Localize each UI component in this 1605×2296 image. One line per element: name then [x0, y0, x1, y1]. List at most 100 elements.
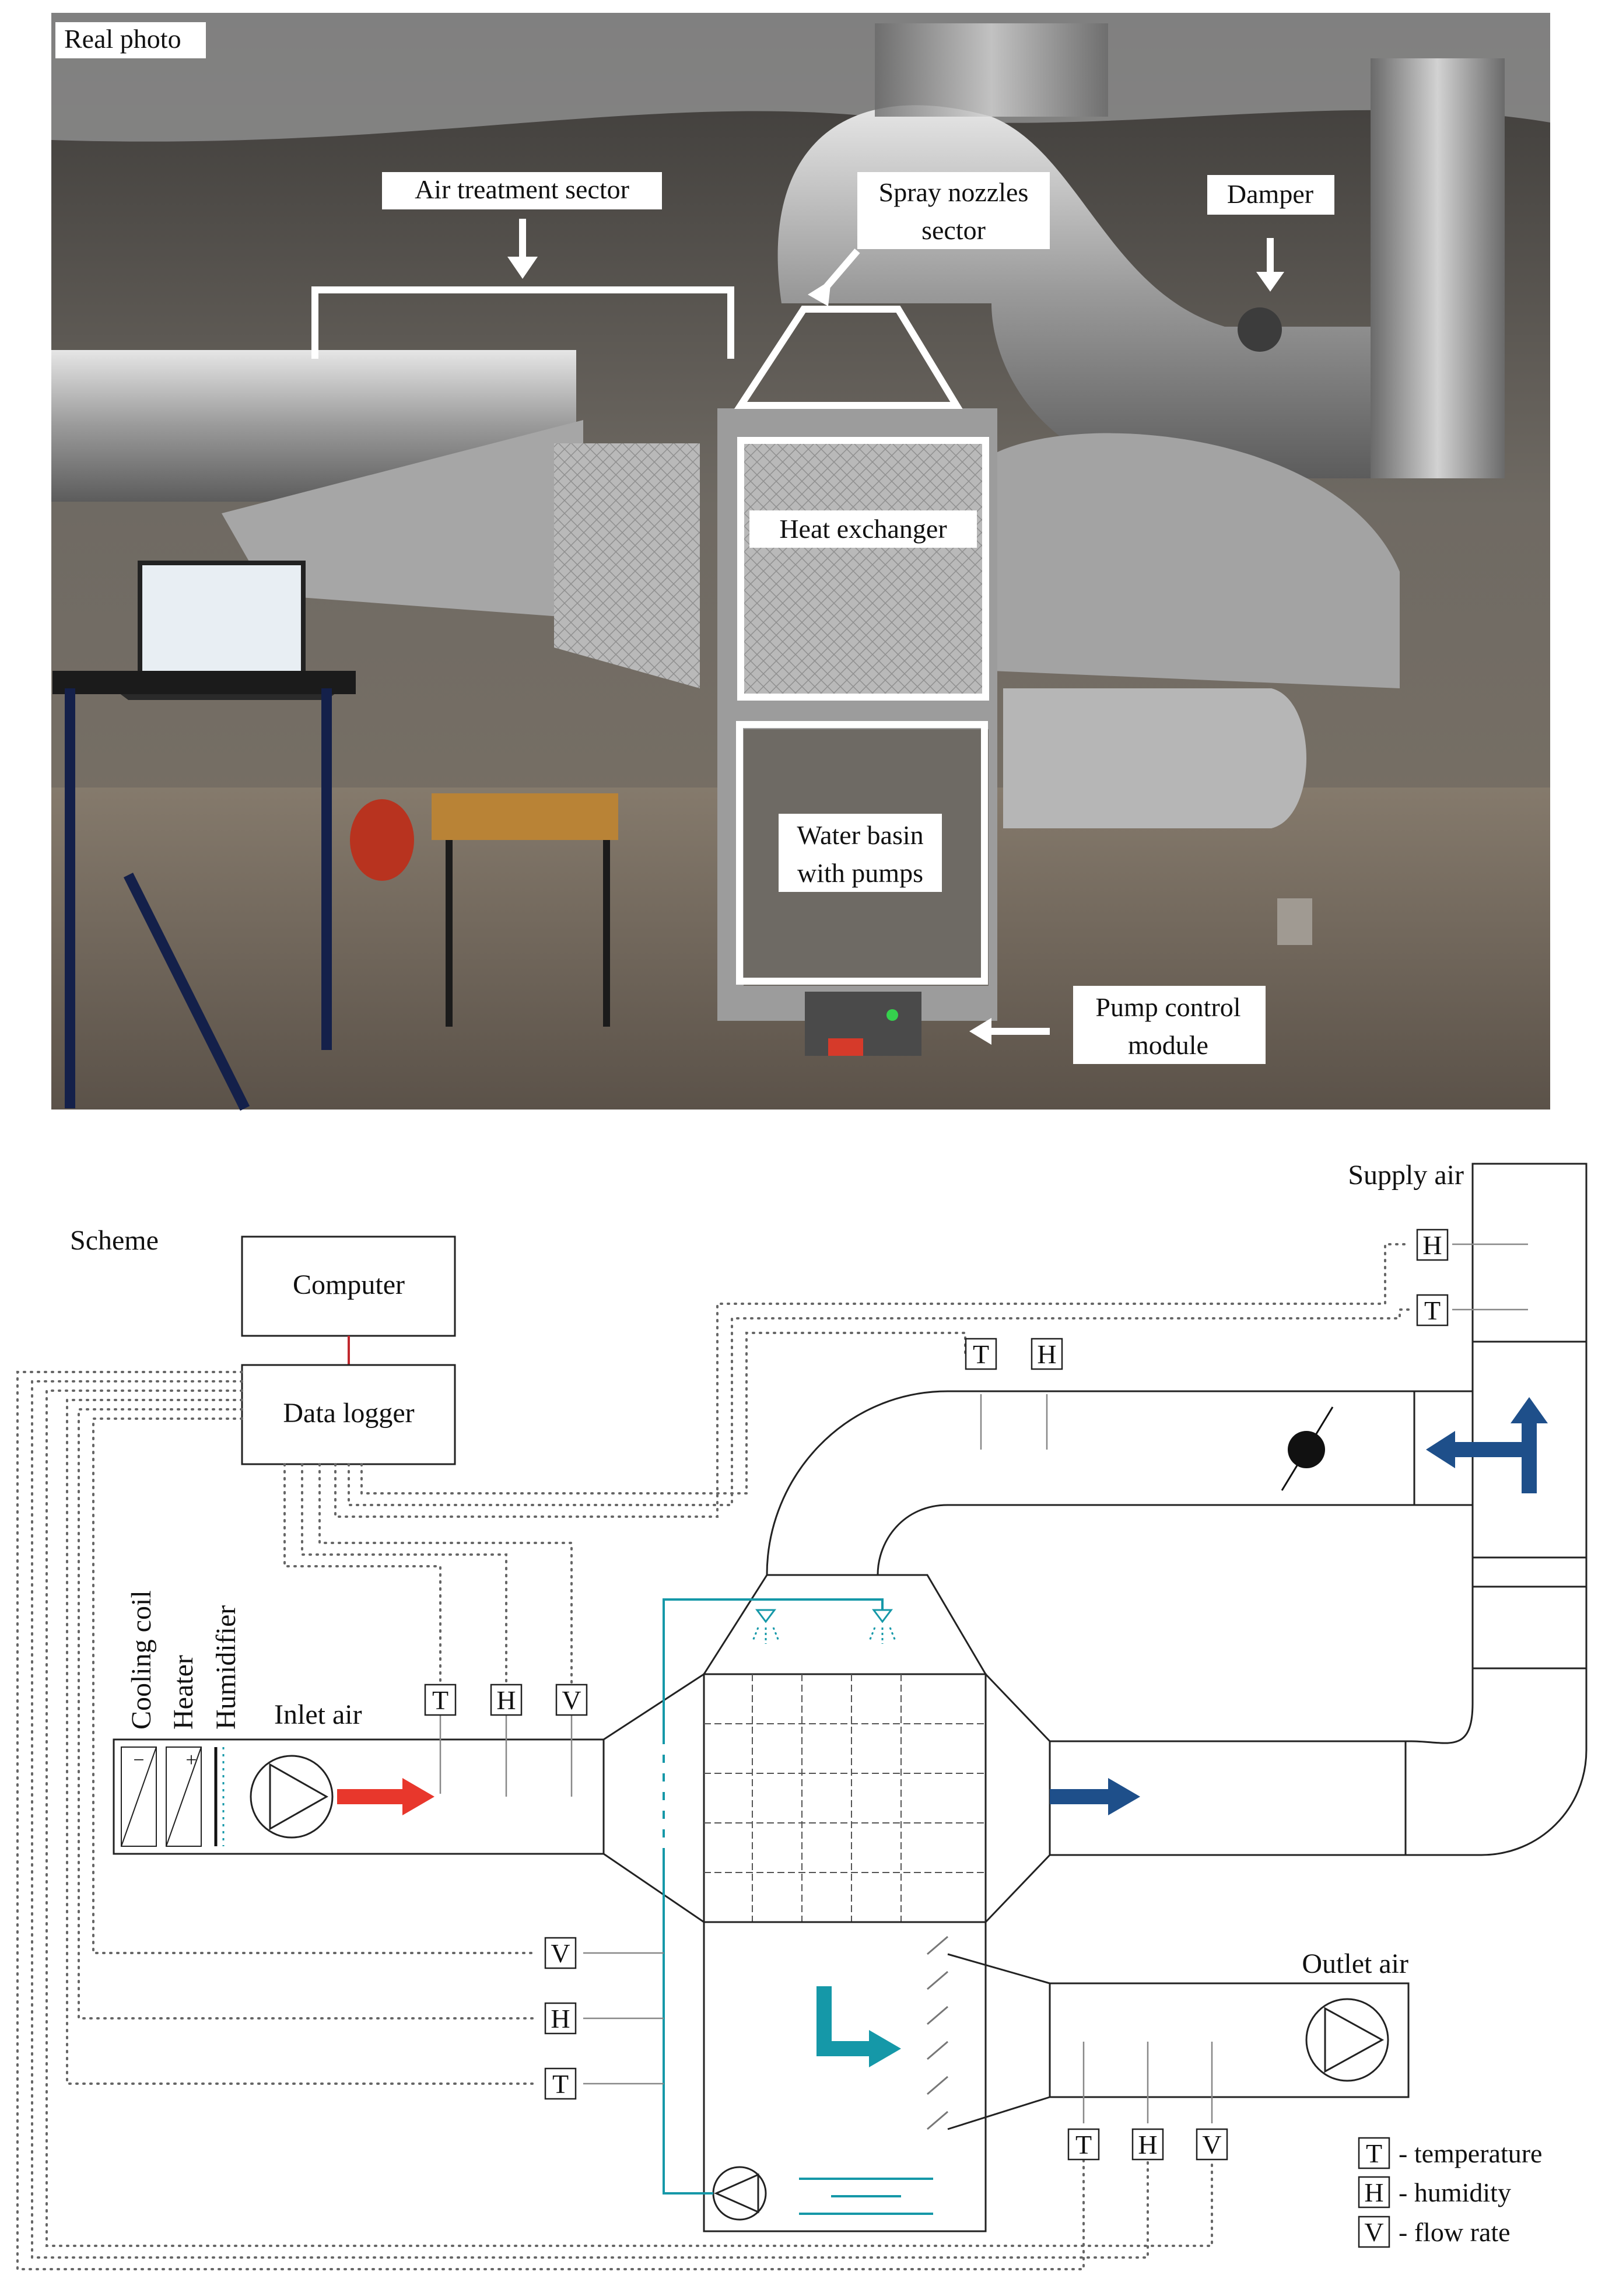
svg-text:H: H — [1037, 1339, 1056, 1369]
spray-nozzle-left — [751, 1609, 780, 1644]
legend-item-temperature: T - temperature — [1358, 2137, 1542, 2169]
inlet-diffuser — [603, 1673, 705, 1923]
elbow-inner — [877, 1504, 948, 1576]
sensor-upper-t: T — [965, 1338, 997, 1370]
legend-item-humidity: H - humidity — [1358, 2176, 1511, 2208]
sensor-basin-t: T — [544, 2067, 577, 2100]
spray-section — [702, 1574, 987, 1675]
red-container-photo — [350, 799, 414, 881]
cooling-coil-minus: − — [133, 1749, 144, 1771]
svg-text:T: T — [1424, 1296, 1441, 1325]
inlet-fan-symbol — [250, 1755, 334, 1839]
photo-corner-box — [55, 22, 206, 58]
right-inner-bend — [1050, 1587, 1474, 1744]
photo-corner-label: Real photo — [64, 24, 181, 54]
heat-exchanger-face-photo — [744, 443, 989, 700]
cooling-coil-symbol — [121, 1746, 157, 1847]
svg-text:V: V — [1202, 2130, 1221, 2160]
inlet-transition-photo — [222, 420, 583, 618]
supply-air-column — [1471, 1163, 1588, 1343]
elbow-outer — [766, 1390, 948, 1576]
scheme-corner-label: Scheme — [70, 1225, 159, 1256]
air-treatment-bracket — [311, 286, 734, 359]
yellow-chair-seat-photo — [432, 793, 618, 840]
water-level — [799, 2178, 933, 2215]
blue-chair-photo — [65, 688, 332, 1111]
spray-nozzle-right — [868, 1609, 897, 1644]
spray-label-line2: sector — [921, 215, 986, 245]
inlet-filter-face-photo — [554, 443, 700, 688]
spray-label-line1: Spray nozzles — [879, 177, 1029, 207]
ceiling-insulation — [51, 13, 1550, 142]
heater-symbol — [166, 1746, 202, 1847]
svg-text:H: H — [551, 2004, 570, 2034]
basin-label-line1: Water basin — [797, 820, 923, 850]
outlet-spiral-duct-photo — [1003, 688, 1306, 828]
water-basin-outline — [736, 721, 988, 985]
svg-text:T: T — [552, 2069, 569, 2099]
outlet-air-label: Outlet air — [1302, 1948, 1408, 1979]
air-treatment-box — [382, 172, 662, 209]
sensor-upper-h: H — [1031, 1338, 1063, 1370]
svg-text:H: H — [1422, 1230, 1442, 1260]
floor-block-photo — [1277, 898, 1312, 945]
basin-box — [779, 814, 942, 892]
sensor-supply-h: H — [1416, 1228, 1449, 1261]
heat-exchanger-core — [703, 1673, 987, 1923]
right-outer-bend — [1050, 1587, 1588, 1856]
scheme-panel: Scheme Computer Data logger Supply air — [16, 1160, 1588, 2270]
damper-box — [1207, 175, 1334, 215]
air-treatment-label: Air treatment sector — [415, 174, 629, 204]
damper-blade — [1281, 1406, 1334, 1491]
top-duct-photo — [875, 23, 1108, 117]
droplet-eliminator — [927, 1936, 948, 2130]
damper-handle-photo — [1238, 307, 1282, 352]
desk-photo — [52, 671, 356, 694]
outlet-duct — [1049, 1982, 1410, 2098]
basin-label-line2: with pumps — [797, 858, 923, 888]
pump-module-arrow — [969, 1018, 1050, 1045]
pump-label-line1: Pump control — [1095, 992, 1240, 1022]
svg-text:- humidity: - humidity — [1399, 2178, 1511, 2207]
svg-text:V: V — [1364, 2217, 1383, 2247]
supply-air-label: Supply air — [1348, 1160, 1464, 1191]
svg-text:H: H — [1138, 2130, 1157, 2160]
humidifier-label: Humidifier — [211, 1605, 241, 1730]
svg-text:H: H — [1364, 2178, 1383, 2207]
sensor-inlet-v: V — [555, 1684, 588, 1716]
sensor-inlet-h: H — [490, 1684, 523, 1716]
basin-flow-arrow — [816, 1986, 901, 2067]
legend-item-flow-rate: V - flow rate — [1358, 2216, 1511, 2248]
heater-label: Heater — [168, 1655, 199, 1730]
air-treatment-arrow — [507, 219, 538, 279]
pump-module-box — [1073, 986, 1266, 1064]
svg-text:T: T — [973, 1339, 989, 1369]
right-duct-photo — [991, 433, 1400, 688]
damper-arrow — [1256, 238, 1284, 292]
inlet-air-label: Inlet air — [274, 1699, 362, 1730]
spray-box — [857, 172, 1050, 249]
heat-exchanger-label: Heat exchanger — [779, 514, 947, 544]
inlet-flow-arrow — [337, 1778, 434, 1815]
outlet-transition — [947, 1953, 1050, 2130]
svg-text:H: H — [496, 1685, 516, 1715]
hx-right-transition — [984, 1673, 1051, 1923]
pump-led-photo — [886, 1009, 898, 1021]
heat-exchanger-grid — [704, 1674, 986, 1922]
heat-exchanger-outline — [737, 437, 989, 701]
spray-sector-outline — [734, 306, 963, 409]
svg-text:V: V — [551, 1938, 570, 1968]
outlet-fan-symbol — [1305, 1998, 1389, 2082]
pump-display-photo — [828, 1038, 863, 1056]
vertical-duct-photo — [1371, 58, 1505, 478]
sensor-supply-t: T — [1416, 1294, 1449, 1326]
svg-text:V: V — [562, 1685, 581, 1715]
sensor-wiring — [16, 1243, 1411, 2270]
sensor-badges: H T T H T H V — [424, 1228, 1449, 2161]
svg-text:- temperature: - temperature — [1399, 2138, 1542, 2168]
sensor-outlet-v: V — [1196, 2128, 1228, 2161]
exhaust-flow-arrow — [1050, 1778, 1140, 1815]
svg-text:- flow rate: - flow rate — [1399, 2217, 1511, 2247]
spray-arrow — [808, 249, 860, 306]
